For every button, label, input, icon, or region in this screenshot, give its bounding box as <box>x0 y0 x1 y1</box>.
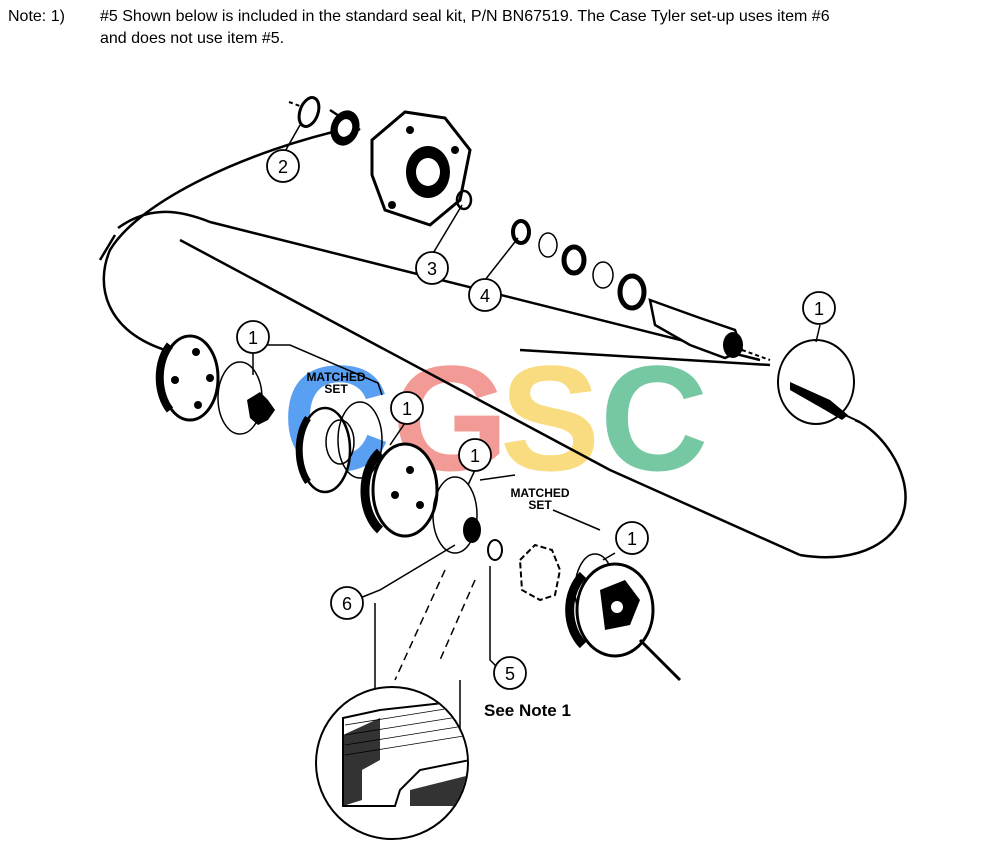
callout-1-top-right: 1 <box>802 291 836 325</box>
matched-set-label-2: MATCHED SET <box>510 486 569 512</box>
top-housing-group <box>288 96 473 227</box>
svg-text:1: 1 <box>248 328 258 348</box>
svg-text:1: 1 <box>814 299 824 319</box>
svg-text:1: 1 <box>627 529 637 549</box>
item-6-seal <box>463 517 481 543</box>
note-line-2: and does not use item #5. <box>100 30 285 47</box>
watermark: C G S C <box>282 334 708 502</box>
callout-1-right: 1 <box>615 521 649 555</box>
seal-ring-1b <box>337 401 383 479</box>
note-line-1: #5 Shown below is included in the standa… <box>100 8 830 25</box>
svg-text:MATCHED: MATCHED <box>510 486 569 500</box>
callout-4: 4 <box>468 278 502 312</box>
callout-1-mid: 1 <box>458 438 492 472</box>
callout-1-center: 1 <box>390 391 424 425</box>
center-plates <box>295 401 503 561</box>
item-5-oring <box>487 539 503 561</box>
right-bolt <box>777 339 861 425</box>
svg-text:2: 2 <box>278 157 288 177</box>
svg-text:4: 4 <box>480 286 490 306</box>
small-oring-3 <box>455 189 473 211</box>
svg-text:SET: SET <box>528 498 552 512</box>
svg-text:MATCHED: MATCHED <box>306 370 365 384</box>
callout-2: 2 <box>266 149 300 183</box>
callout-3: 3 <box>415 251 449 285</box>
callout-5: 5 <box>493 656 527 690</box>
seal-ring-1c <box>432 476 478 554</box>
callout-1-left: 1 <box>236 320 270 354</box>
left-end-cap <box>155 334 275 435</box>
right-gerotor-group <box>518 543 682 682</box>
svg-text:3: 3 <box>427 259 437 279</box>
callout-6: 6 <box>330 586 364 620</box>
shaft-seal-stack <box>511 219 771 361</box>
loop-top-line <box>117 210 761 362</box>
gerotor-outline <box>518 543 562 602</box>
svg-text:6: 6 <box>342 594 352 614</box>
see-note-label: See Note 1 <box>484 701 571 720</box>
snap-ring <box>297 96 321 128</box>
note-label: Note: 1) <box>8 8 65 25</box>
note-text: #5 Shown below is included in the standa… <box>100 6 998 50</box>
svg-text:SET: SET <box>324 382 348 396</box>
gerotor-star <box>247 392 275 425</box>
svg-text:1: 1 <box>470 446 480 466</box>
matched-set-label-1: MATCHED SET <box>306 370 365 396</box>
svg-text:5: 5 <box>505 664 515 684</box>
svg-text:1: 1 <box>402 399 412 419</box>
watermark-letter-s: S <box>500 334 600 502</box>
detail-inset <box>315 686 469 840</box>
